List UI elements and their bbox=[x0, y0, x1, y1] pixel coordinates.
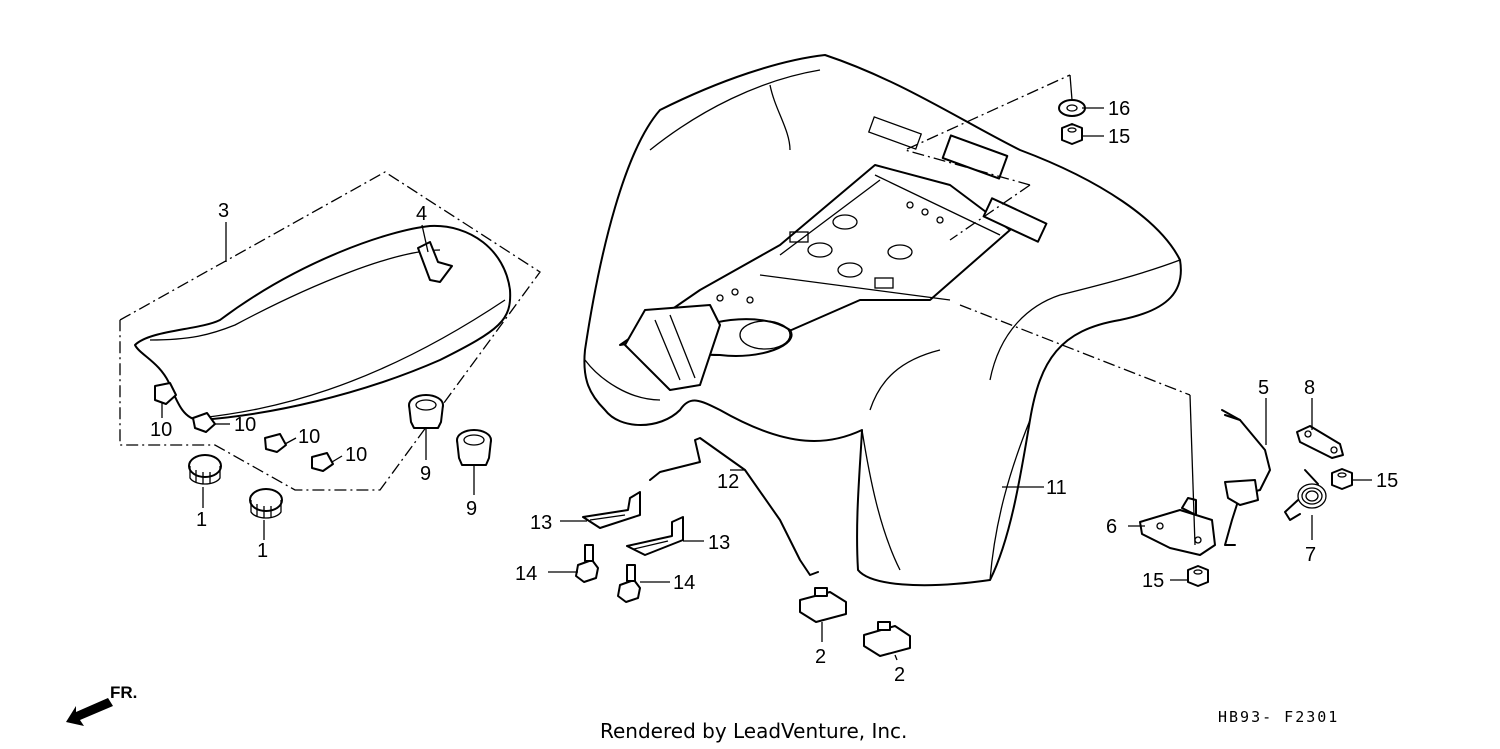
callout-14a: 14 bbox=[515, 563, 537, 585]
callout-14b: 14 bbox=[673, 572, 695, 594]
stay-plate bbox=[1296, 425, 1344, 459]
fender-cushion-2b bbox=[863, 621, 911, 657]
seat-bushings bbox=[154, 382, 334, 472]
front-direction-arrow: FR. bbox=[66, 683, 137, 726]
callout-9a: 9 bbox=[420, 463, 431, 485]
bushing-10d bbox=[311, 452, 334, 472]
grommet-9b bbox=[456, 429, 492, 466]
callout-10a: 10 bbox=[150, 419, 172, 441]
callout-15a: 15 bbox=[1108, 126, 1130, 148]
callout-8: 8 bbox=[1304, 377, 1315, 399]
callout-1a: 1 bbox=[196, 509, 207, 531]
callout-5: 5 bbox=[1258, 377, 1269, 399]
callout-16: 16 bbox=[1108, 98, 1130, 120]
callout-1b: 1 bbox=[257, 540, 268, 562]
callout-2b: 2 bbox=[894, 664, 905, 686]
bushing-10b bbox=[192, 412, 216, 433]
bushing-10c bbox=[264, 433, 287, 453]
direction-label: FR. bbox=[110, 683, 137, 702]
callout-4: 4 bbox=[416, 203, 427, 225]
callout-15b: 15 bbox=[1376, 470, 1398, 492]
seat-assembly-outline bbox=[119, 171, 541, 491]
rear-fender bbox=[583, 54, 1182, 587]
callout-12: 12 bbox=[717, 471, 739, 493]
seat bbox=[134, 224, 512, 421]
grommet-9a bbox=[408, 394, 444, 429]
nut-15c bbox=[1187, 565, 1209, 587]
washer-16 bbox=[1058, 99, 1086, 117]
callout-10d: 10 bbox=[345, 444, 367, 466]
footer-credit: Rendered by LeadVenture, Inc. bbox=[600, 719, 907, 743]
callout-6: 6 bbox=[1106, 516, 1117, 538]
callout-9b: 9 bbox=[466, 498, 477, 520]
callout-15c: 15 bbox=[1142, 570, 1164, 592]
seat-clip bbox=[417, 241, 453, 283]
callout-10b: 10 bbox=[234, 414, 256, 436]
latch-bracket-plate bbox=[1139, 497, 1216, 556]
bracket-13b bbox=[626, 516, 684, 556]
fender-stay-wire bbox=[649, 437, 819, 576]
nut-15a bbox=[1061, 123, 1083, 145]
seat-cushion-1b bbox=[249, 488, 283, 519]
fender-cushion-2a bbox=[799, 587, 847, 623]
diagram-code: HB93- F2301 bbox=[1218, 708, 1339, 726]
bushing-10a bbox=[154, 382, 177, 405]
callout-13b: 13 bbox=[708, 532, 730, 554]
callout-7: 7 bbox=[1305, 544, 1316, 566]
bolt-14a bbox=[575, 544, 599, 583]
leader-lines bbox=[161, 107, 1372, 661]
bracket-13a bbox=[582, 491, 641, 529]
seat-cushion-1a bbox=[188, 454, 222, 485]
callouts: 3 4 10 10 10 10 1 1 9 9 11 12 13 13 14 1… bbox=[150, 98, 1398, 686]
callout-10c: 10 bbox=[298, 426, 320, 448]
callout-2a: 2 bbox=[815, 646, 826, 668]
bolt-14b bbox=[617, 564, 641, 603]
spring bbox=[1284, 469, 1327, 521]
callout-13a: 13 bbox=[530, 512, 552, 534]
callout-3: 3 bbox=[218, 200, 229, 222]
nut-15b bbox=[1331, 468, 1353, 490]
reference-lines bbox=[903, 74, 1196, 546]
callout-11: 11 bbox=[1046, 477, 1067, 499]
seat-lock-rod bbox=[1221, 409, 1271, 546]
